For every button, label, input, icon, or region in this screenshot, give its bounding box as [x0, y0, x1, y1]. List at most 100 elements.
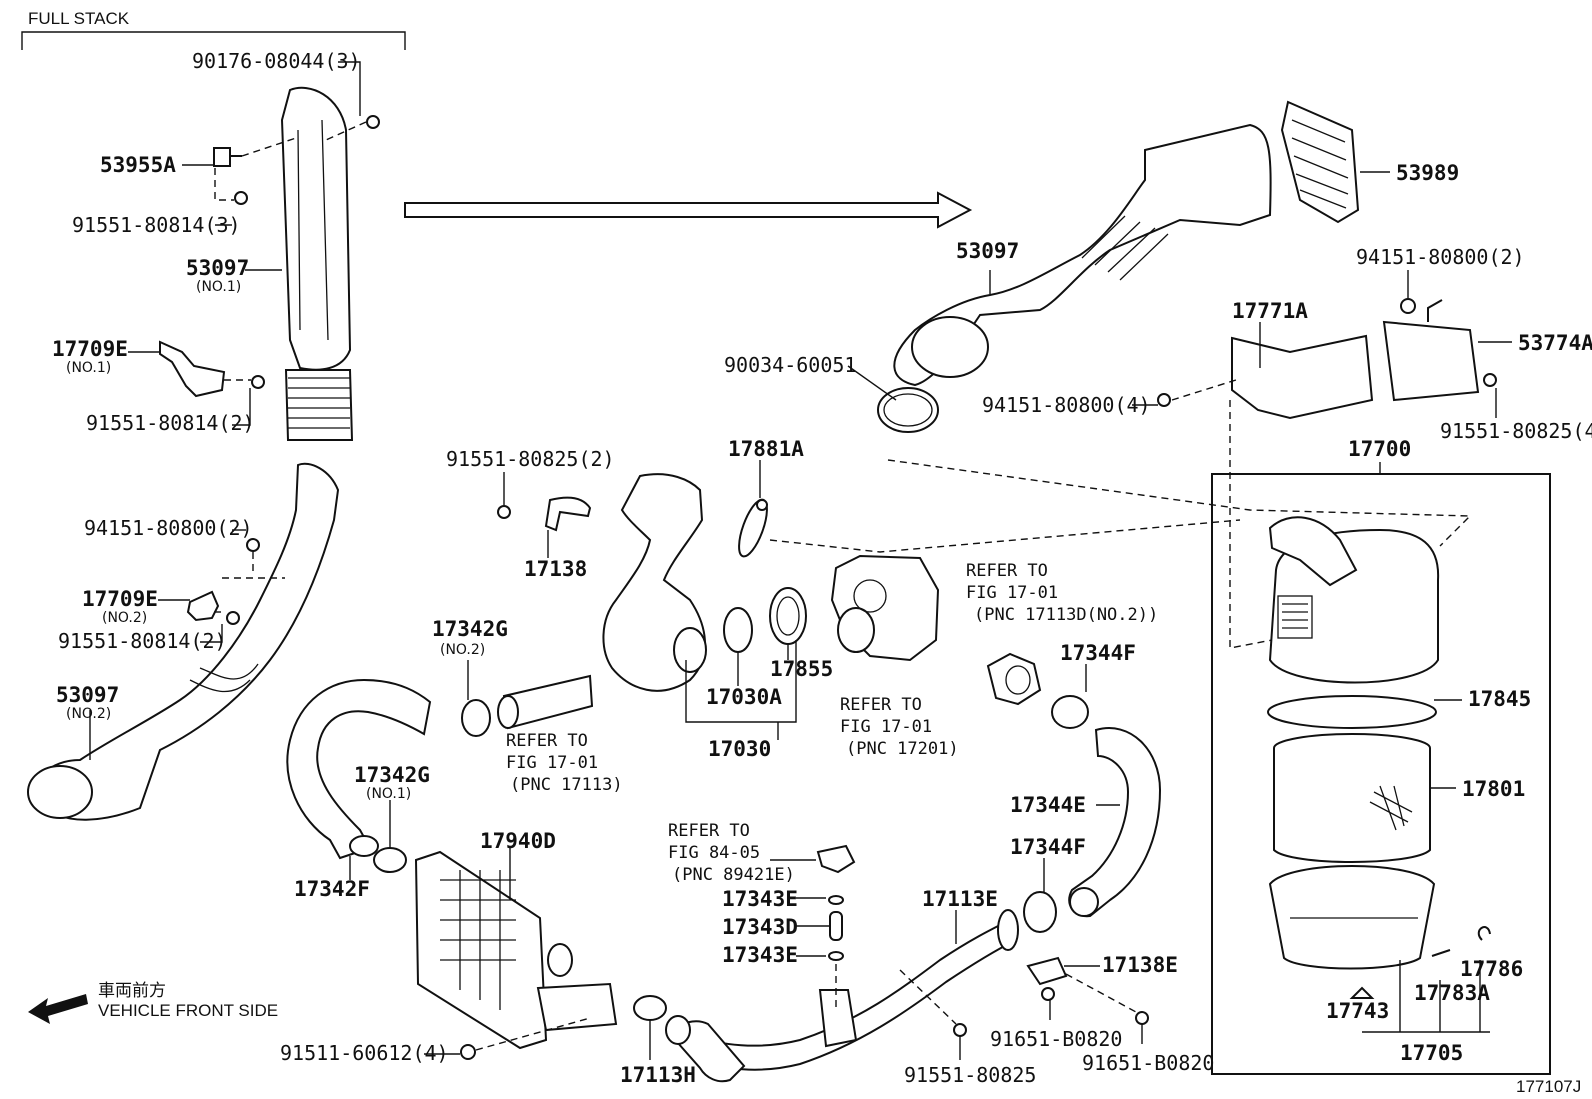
label-53097-no1: (NO.1) — [196, 279, 241, 295]
bolt-91651-a — [1041, 987, 1055, 1001]
label-94151-80800-4: 94151-80800(4) — [982, 393, 1151, 417]
svg-text:(PNC 17201): (PNC 17201) — [846, 739, 959, 759]
label-91551-80825-4: 91551-80825(4) — [1440, 419, 1592, 443]
label-90176-08044: 90176-08044(3) — [192, 49, 361, 73]
label-17344e: 17344E — [1010, 793, 1086, 817]
clamp-17030a — [723, 607, 753, 653]
bracket-17709e-no1 — [159, 340, 226, 398]
hose-no2 — [27, 462, 340, 821]
svg-text:REFER TO: REFER TO — [840, 695, 922, 715]
box-17700 — [1211, 473, 1551, 1075]
label-17342g-no1-sub: (NO.1) — [366, 786, 411, 802]
label-53774a: 53774A — [1518, 331, 1592, 355]
clamp-17342g-no2 — [461, 699, 491, 737]
svg-text:FIG 84-05: FIG 84-05 — [668, 843, 760, 863]
label-94151-80800-2a: 94151-80800(2) — [84, 516, 253, 540]
bracket-17771a — [1231, 334, 1374, 420]
intercooler-17940d — [414, 850, 618, 1050]
refer-note-17201: REFER TO FIG 17-01 (PNC 17201) — [840, 695, 959, 759]
figure-code: 177107J — [1516, 1077, 1581, 1096]
label-53097-no2: (NO.2) — [66, 706, 111, 722]
full-stack-bracket — [21, 31, 406, 50]
svg-text:(PNC 17113): (PNC 17113) — [510, 775, 623, 795]
nut-94151-c — [1157, 393, 1171, 407]
label-17786: 17786 — [1460, 957, 1523, 981]
full-stack-label: FULL STACK — [28, 9, 130, 28]
label-17743: 17743 — [1326, 999, 1389, 1023]
label-17138: 17138 — [524, 557, 587, 581]
nut-94151-b — [1400, 298, 1416, 314]
bolt-91651-b — [1135, 1011, 1149, 1025]
label-17771a: 17771A — [1232, 299, 1308, 323]
svg-text:(PNC 89421E): (PNC 89421E) — [672, 865, 795, 885]
label-91551-80814-2b: 91551-80814(2) — [58, 629, 227, 653]
label-17940d: 17940D — [480, 829, 556, 853]
label-17801: 17801 — [1462, 777, 1525, 801]
label-17113e: 17113E — [922, 887, 998, 911]
label-17855: 17855 — [770, 657, 833, 681]
front-arrow-icon — [28, 994, 88, 1024]
label-17344f-b: 17344F — [1010, 835, 1086, 859]
label-53955a: 53955A — [100, 153, 176, 177]
valve-17743 — [1349, 986, 1375, 999]
label-17344f-a: 17344F — [1060, 641, 1136, 665]
front-label-en: VEHICLE FRONT SIDE — [98, 1001, 278, 1020]
bracket-17138e — [1026, 956, 1068, 986]
label-91551-80825-2: 91551-80825(2) — [446, 447, 615, 471]
bracket-17138 — [544, 496, 592, 532]
bracket-53955a — [213, 147, 242, 167]
clamp-90034 — [877, 387, 939, 433]
label-17030: 17030 — [708, 737, 771, 761]
label-17700: 17700 — [1348, 437, 1411, 461]
gasket-17845 — [1267, 695, 1437, 729]
nut-94151-a — [246, 538, 260, 552]
bolt-91511 — [460, 1044, 476, 1060]
label-17138e: 17138E — [1102, 953, 1178, 977]
bracket-89421e — [816, 844, 856, 874]
label-91511-60612: 91511-60612(4) — [280, 1041, 449, 1065]
clamp-17344f-b — [1023, 891, 1057, 933]
flange-17113d — [986, 652, 1042, 706]
front-label-jp: 車両前方 — [98, 981, 166, 1000]
svg-text:FIG 17-01: FIG 17-01 — [506, 753, 598, 773]
clamp-17113h — [633, 995, 667, 1021]
clamp-17881a — [738, 498, 768, 558]
dash-90176 — [325, 121, 367, 141]
label-17709e-no2: 17709E — [82, 587, 158, 611]
label-91651-b0820-a: 91651-B0820 — [990, 1027, 1122, 1051]
svg-text:REFER TO: REFER TO — [966, 561, 1048, 581]
hose-17344e — [1068, 727, 1162, 918]
transition-arrow — [404, 191, 973, 229]
label-17030a: 17030A — [706, 685, 782, 709]
label-17342g-no2-sub: (NO.2) — [440, 642, 485, 658]
sleeve-17855 — [769, 587, 807, 645]
cover-53989 — [1280, 100, 1360, 224]
label-17845: 17845 — [1468, 687, 1531, 711]
hose-53097-right — [893, 123, 1272, 387]
label-17113h: 17113H — [620, 1063, 696, 1087]
label-17343e-b: 17343E — [722, 943, 798, 967]
refer-note-17113d: REFER TO FIG 17-01 (PNC 17113D(NO.2)) — [966, 561, 1158, 625]
label-53989: 53989 — [1396, 161, 1459, 185]
label-17705: 17705 — [1400, 1041, 1463, 1065]
label-17709e-no2-sub: (NO.2) — [102, 610, 147, 626]
label-17709e-no1: 17709E — [52, 337, 128, 361]
refer-note-17113: REFER TO FIG 17-01 (PNC 17113) — [506, 731, 623, 795]
svg-text:(PNC 17113D(NO.2)): (PNC 17113D(NO.2)) — [974, 605, 1158, 625]
label-17342g-no1: 17342G — [354, 763, 430, 787]
clamp-17343e-a — [828, 895, 844, 905]
refer-note-89421e: REFER TO FIG 84-05 (PNC 89421E) — [668, 821, 795, 885]
bolt-91551-c — [226, 611, 240, 625]
label-17342f: 17342F — [294, 877, 370, 901]
bracket-53774a — [1382, 299, 1480, 402]
label-91551-80814-3: 91551-80814(3) — [72, 213, 241, 237]
label-17342g-no2: 17342G — [432, 617, 508, 641]
label-90034-60051: 90034-60051 — [724, 353, 856, 377]
case-bottom-17705 — [1268, 865, 1436, 970]
bolt-91551-f — [953, 1023, 967, 1037]
label-17343d: 17343D — [722, 915, 798, 939]
label-17343e-a: 17343E — [722, 887, 798, 911]
bracket-17709e-no2 — [186, 590, 220, 622]
